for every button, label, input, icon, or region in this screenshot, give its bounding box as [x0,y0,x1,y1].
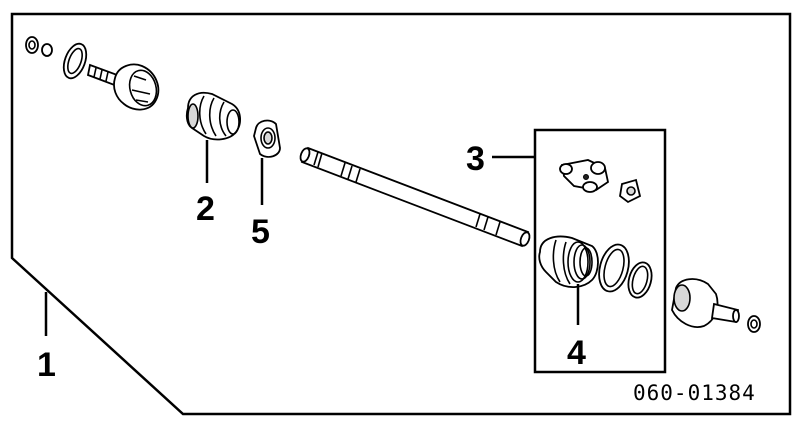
tripod-spider [559,159,642,204]
subassembly-box [533,128,667,374]
outer-cv-housing [113,63,160,111]
callout-3: 3 [466,140,485,178]
part-code: 060-01384 [633,381,756,405]
axle-nut [25,36,39,54]
boot-clamp-outer [62,42,88,80]
drive-shaft [299,146,531,248]
boot-bands [598,243,653,299]
outer-cv-joint-group [25,36,160,111]
inner-boot [538,235,599,288]
inner-cv-housing [671,278,761,333]
lock-washer [41,43,53,57]
callout-5: 5 [251,213,270,251]
boot-clamp-ring [253,119,281,158]
callout-2: 2 [196,190,215,228]
callout-4: 4 [567,334,586,372]
inner-washer [747,315,761,333]
outer-boot [185,91,241,141]
assembly-outline [10,12,792,416]
callout-1: 1 [37,346,56,384]
